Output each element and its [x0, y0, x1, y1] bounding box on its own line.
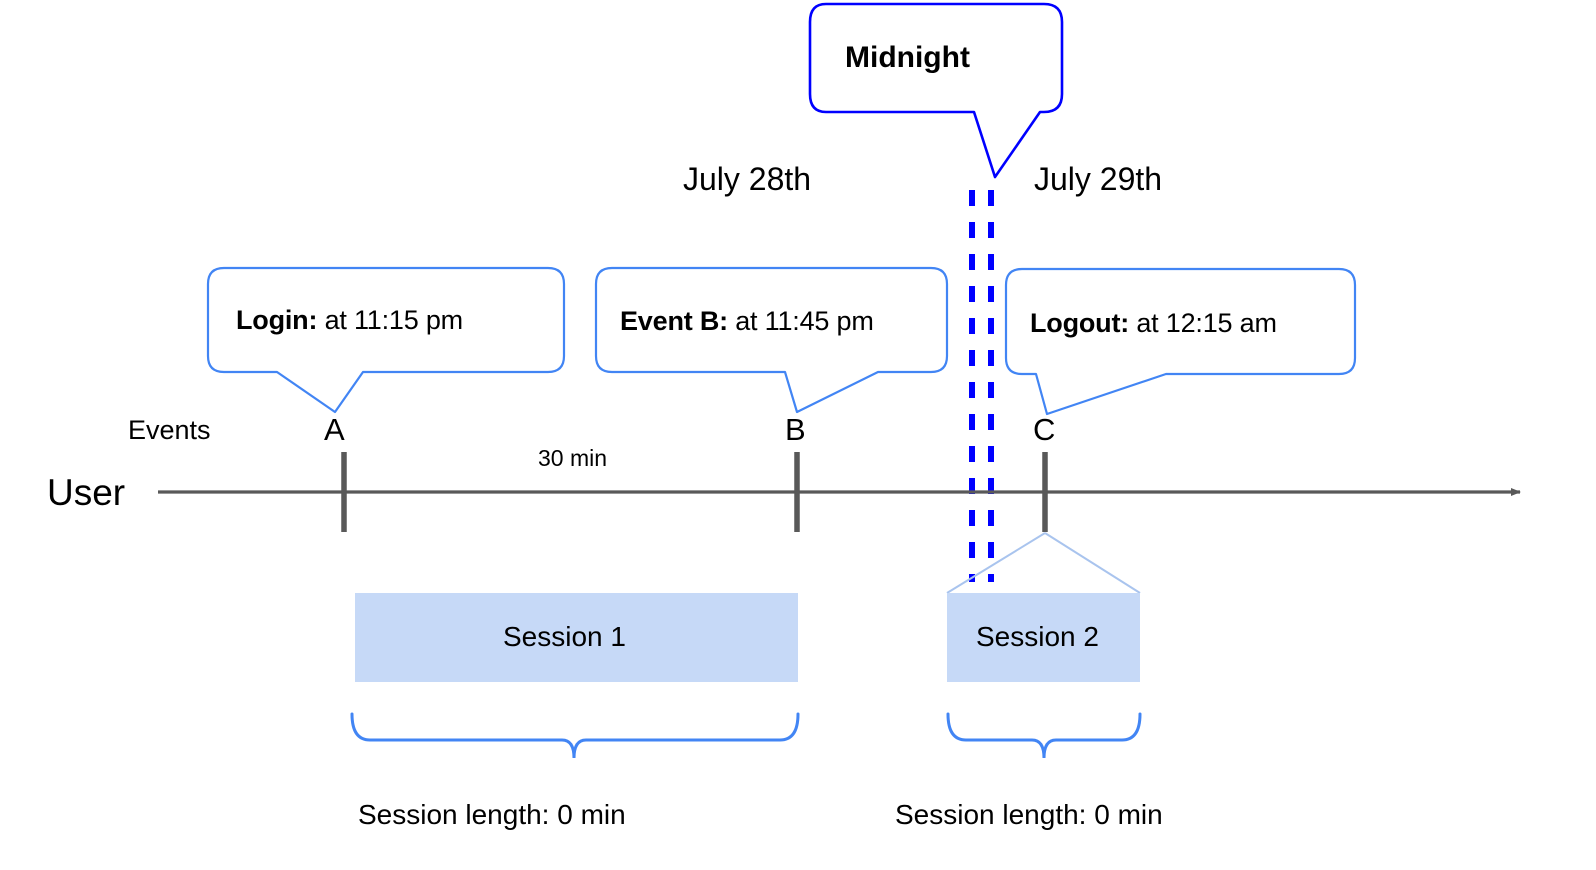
- callout-rest-logout: at 12:15 am: [1129, 308, 1277, 338]
- user-row-label: User: [47, 472, 126, 513]
- session-label-2: Session 2: [976, 621, 1099, 652]
- callout-text-login: Login: at 11:15 pm: [236, 307, 463, 334]
- callout-text-logout: Logout: at 12:15 am: [1030, 310, 1277, 337]
- callout-bold-logout: Logout:: [1030, 308, 1130, 338]
- session-length-2: Session length: 0 min: [895, 799, 1163, 830]
- brace-session-1: [350, 712, 800, 759]
- brace-session-2: [946, 712, 1142, 759]
- midnight-label: Midnight: [845, 41, 970, 74]
- session2-guide-right: [1044, 532, 1141, 594]
- callout-shape-eventb: [594, 266, 949, 414]
- session-box-1: [355, 593, 798, 682]
- callout-shape-logout: [1004, 267, 1357, 416]
- midnight-callout-shape: [808, 2, 1064, 179]
- session-length-1: Session length: 0 min: [358, 799, 626, 830]
- session-box-2: [947, 593, 1140, 682]
- session-label-1: Session 1: [503, 621, 626, 652]
- events-row-label: Events: [128, 415, 211, 445]
- event-letter-a: A: [324, 412, 345, 447]
- callout-text-eventb: Event B: at 11:45 pm: [620, 308, 874, 335]
- callout-bold-eventb: Event B:: [620, 306, 728, 336]
- session2-guide-left: [946, 532, 1046, 594]
- callout-shape-login: [206, 266, 566, 414]
- callout-rest-eventb: at 11:45 pm: [727, 306, 874, 336]
- event-letter-c: C: [1033, 412, 1056, 447]
- day-label-july-29: July 29th: [1034, 161, 1163, 197]
- callout-bold-login: Login:: [236, 305, 318, 335]
- callout-rest-login: at 11:15 pm: [317, 305, 464, 335]
- day-label-july-28: July 28th: [683, 161, 812, 197]
- event-letter-b: B: [785, 412, 806, 447]
- gap-duration-label: 30 min: [538, 445, 608, 471]
